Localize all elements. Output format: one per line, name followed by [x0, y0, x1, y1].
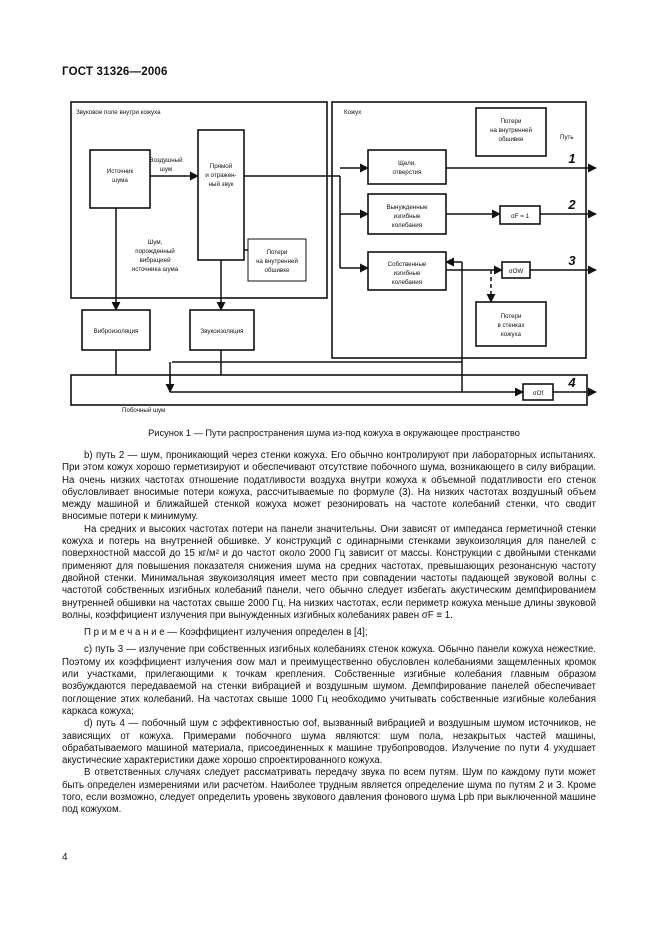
document-header: ГОСТ 31326—2006: [62, 66, 168, 78]
figure-caption: Рисунок 1 — Пути распространения шума из…: [148, 428, 520, 438]
noise-vib-line-2: порожденный: [135, 248, 175, 255]
inner-loss-box: [247, 238, 307, 282]
direct-line-1: Прямой: [210, 163, 233, 170]
forced-line-1: Вынужденные: [386, 204, 428, 211]
inner-loss-line-2: на внутренней: [256, 258, 298, 265]
direct-line-3: ный звук: [209, 181, 234, 188]
path-label: Путь: [560, 134, 574, 141]
airborne-line-1: Воздушный: [149, 157, 183, 164]
body-text: b) путь 2 — шум, проникающий через стенк…: [62, 450, 596, 817]
outer-loss-line-1: Потери: [501, 118, 522, 125]
enclosure-frame: [331, 101, 587, 359]
wall-loss-line-1: Потери: [501, 313, 522, 320]
inner-loss-line-3: обшивке: [265, 267, 290, 274]
gaps-line-2: отверстия: [393, 169, 422, 176]
forced-line-2: изгибные: [394, 213, 421, 220]
note: П р и м е ч а н и е — Коэффициент излуче…: [84, 627, 368, 639]
noise-path-diagram: Звуковое поле внутри кожуха Кожух Путь И…: [60, 92, 608, 422]
natural-line-2: изгибные: [394, 270, 421, 277]
side-noise-label: Побочный шум: [122, 407, 165, 414]
source-line-1: Источник: [107, 168, 134, 175]
path-number-2: 2: [567, 197, 576, 212]
source-line-2: шума: [112, 177, 128, 184]
outer-loss-box: [475, 107, 547, 157]
sigma-of-label: σOf: [533, 390, 544, 397]
paragraph-mid-high: На средних и высоких частотах потери на …: [62, 523, 596, 621]
inner-field-frame: [70, 101, 328, 299]
gaps-line-1: Щели,: [398, 160, 416, 167]
wall-loss-box: [475, 301, 547, 347]
outer-loss-line-3: обшивке: [499, 136, 524, 143]
sigma-ow-label: σOW: [509, 268, 524, 275]
path-number-4: 4: [567, 375, 576, 390]
natural-line-3: колебания: [392, 279, 422, 286]
forced-line-3: колебания: [392, 222, 422, 229]
gaps-box: [367, 149, 447, 185]
outer-loss-line-2: на внутренней: [490, 127, 532, 134]
wall-loss-line-3: кожуха: [501, 331, 521, 338]
diagram-svg: Звуковое поле внутри кожуха Кожух Путь И…: [70, 101, 597, 414]
natural-line-1: Собственные: [388, 261, 427, 268]
enclosure-label: Кожух: [344, 109, 362, 116]
page-number: 4: [62, 852, 68, 863]
paragraph-path-4: d) путь 4 — побочный шум с эффективность…: [62, 718, 596, 767]
path-number-1: 1: [568, 151, 575, 166]
sound-isolation-label: Звукоизоляция: [200, 328, 243, 335]
sigma-f-label: σF = 1: [511, 213, 530, 220]
path-number-3: 3: [568, 253, 576, 268]
paragraph-path-3: c) путь 3 — излучение при собственных из…: [62, 644, 596, 717]
vibration-isolation-label: Виброизоляция: [94, 328, 139, 335]
direct-line-2: и отражен-: [205, 172, 236, 179]
noise-source-box: [89, 149, 151, 209]
side-noise-frame: [70, 374, 588, 406]
paragraph-path-2: b) путь 2 — шум, проникающий через стенк…: [62, 450, 596, 523]
noise-vib-line-4: источника шума: [132, 266, 179, 273]
airborne-line-2: шум: [160, 166, 172, 173]
inner-field-label: Звуковое поле внутри кожуха: [76, 109, 161, 116]
noise-vib-line-1: Шум,: [148, 239, 163, 246]
direct-sound-box: [197, 129, 245, 261]
wall-loss-line-2: в стенках: [497, 322, 525, 329]
paragraph-conclusion: В ответственных случаях следует рассматр…: [62, 767, 596, 816]
noise-vib-line-3: вибрацией: [139, 257, 171, 264]
inner-loss-line-1: Потери: [267, 249, 288, 256]
